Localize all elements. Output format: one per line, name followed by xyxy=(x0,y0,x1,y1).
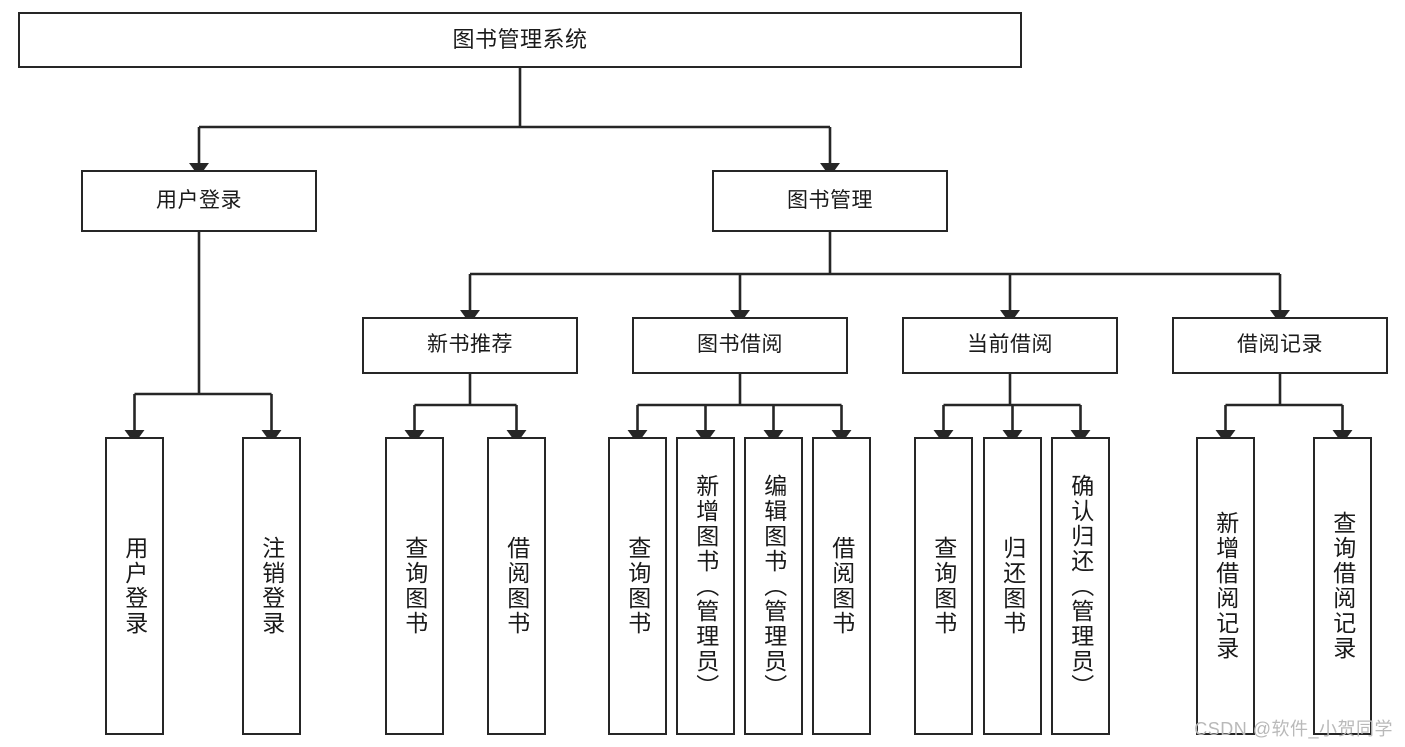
node-label: 新增借阅记录 xyxy=(1212,511,1239,661)
node-label: 图书管理 xyxy=(787,188,873,212)
node-label: 查询图书 xyxy=(930,536,957,636)
node-bookmgmt[interactable]: 图书管理 xyxy=(712,170,948,232)
node-label: 新书推荐 xyxy=(427,333,513,357)
csdn-watermark: CSDN @软件_小贺同学 xyxy=(1194,719,1393,739)
node-current[interactable]: 当前借阅 xyxy=(902,317,1118,374)
node-label: 归还图书 xyxy=(999,536,1026,636)
node-root[interactable]: 图书管理系统 xyxy=(18,12,1022,68)
node-leaf-login-1[interactable]: 用户登录 xyxy=(105,437,164,735)
node-leaf-borrow-4[interactable]: 借阅图书 xyxy=(812,437,871,735)
node-leaf-rec-2[interactable]: 查询借阅记录 xyxy=(1313,437,1372,735)
node-label: 查询借阅记录 xyxy=(1329,511,1356,661)
node-leaf-borrow-1[interactable]: 查询图书 xyxy=(608,437,667,735)
node-newbook[interactable]: 新书推荐 xyxy=(362,317,578,374)
node-leaf-borrow-3[interactable]: 编辑图书（管理员） xyxy=(744,437,803,735)
node-label: 用户登录 xyxy=(156,188,242,212)
node-label: 当前借阅 xyxy=(967,333,1053,357)
node-leaf-login-2[interactable]: 注销登录 xyxy=(242,437,301,735)
node-leaf-cur-2[interactable]: 归还图书 xyxy=(983,437,1042,735)
node-label: 注销登录 xyxy=(258,536,285,636)
node-leaf-new-1[interactable]: 查询图书 xyxy=(385,437,444,735)
node-leaf-cur-1[interactable]: 查询图书 xyxy=(914,437,973,735)
node-label: 借阅图书 xyxy=(503,536,530,636)
node-label: 编辑图书（管理员） xyxy=(760,473,787,699)
node-label: 确认归还（管理员） xyxy=(1067,473,1094,699)
node-leaf-borrow-2[interactable]: 新增图书（管理员） xyxy=(676,437,735,735)
node-label: 用户登录 xyxy=(121,536,148,636)
node-label: 查询图书 xyxy=(624,536,651,636)
node-label: 查询图书 xyxy=(401,536,428,636)
node-leaf-cur-3[interactable]: 确认归还（管理员） xyxy=(1051,437,1110,735)
node-label: 图书借阅 xyxy=(697,333,783,357)
node-label: 借阅记录 xyxy=(1237,333,1323,357)
node-records[interactable]: 借阅记录 xyxy=(1172,317,1388,374)
node-label: 新增图书（管理员） xyxy=(692,473,719,699)
node-leaf-rec-1[interactable]: 新增借阅记录 xyxy=(1196,437,1255,735)
node-label: 借阅图书 xyxy=(828,536,855,636)
node-leaf-new-2[interactable]: 借阅图书 xyxy=(487,437,546,735)
node-login[interactable]: 用户登录 xyxy=(81,170,317,232)
node-label: 图书管理系统 xyxy=(452,27,588,53)
node-borrow[interactable]: 图书借阅 xyxy=(632,317,848,374)
